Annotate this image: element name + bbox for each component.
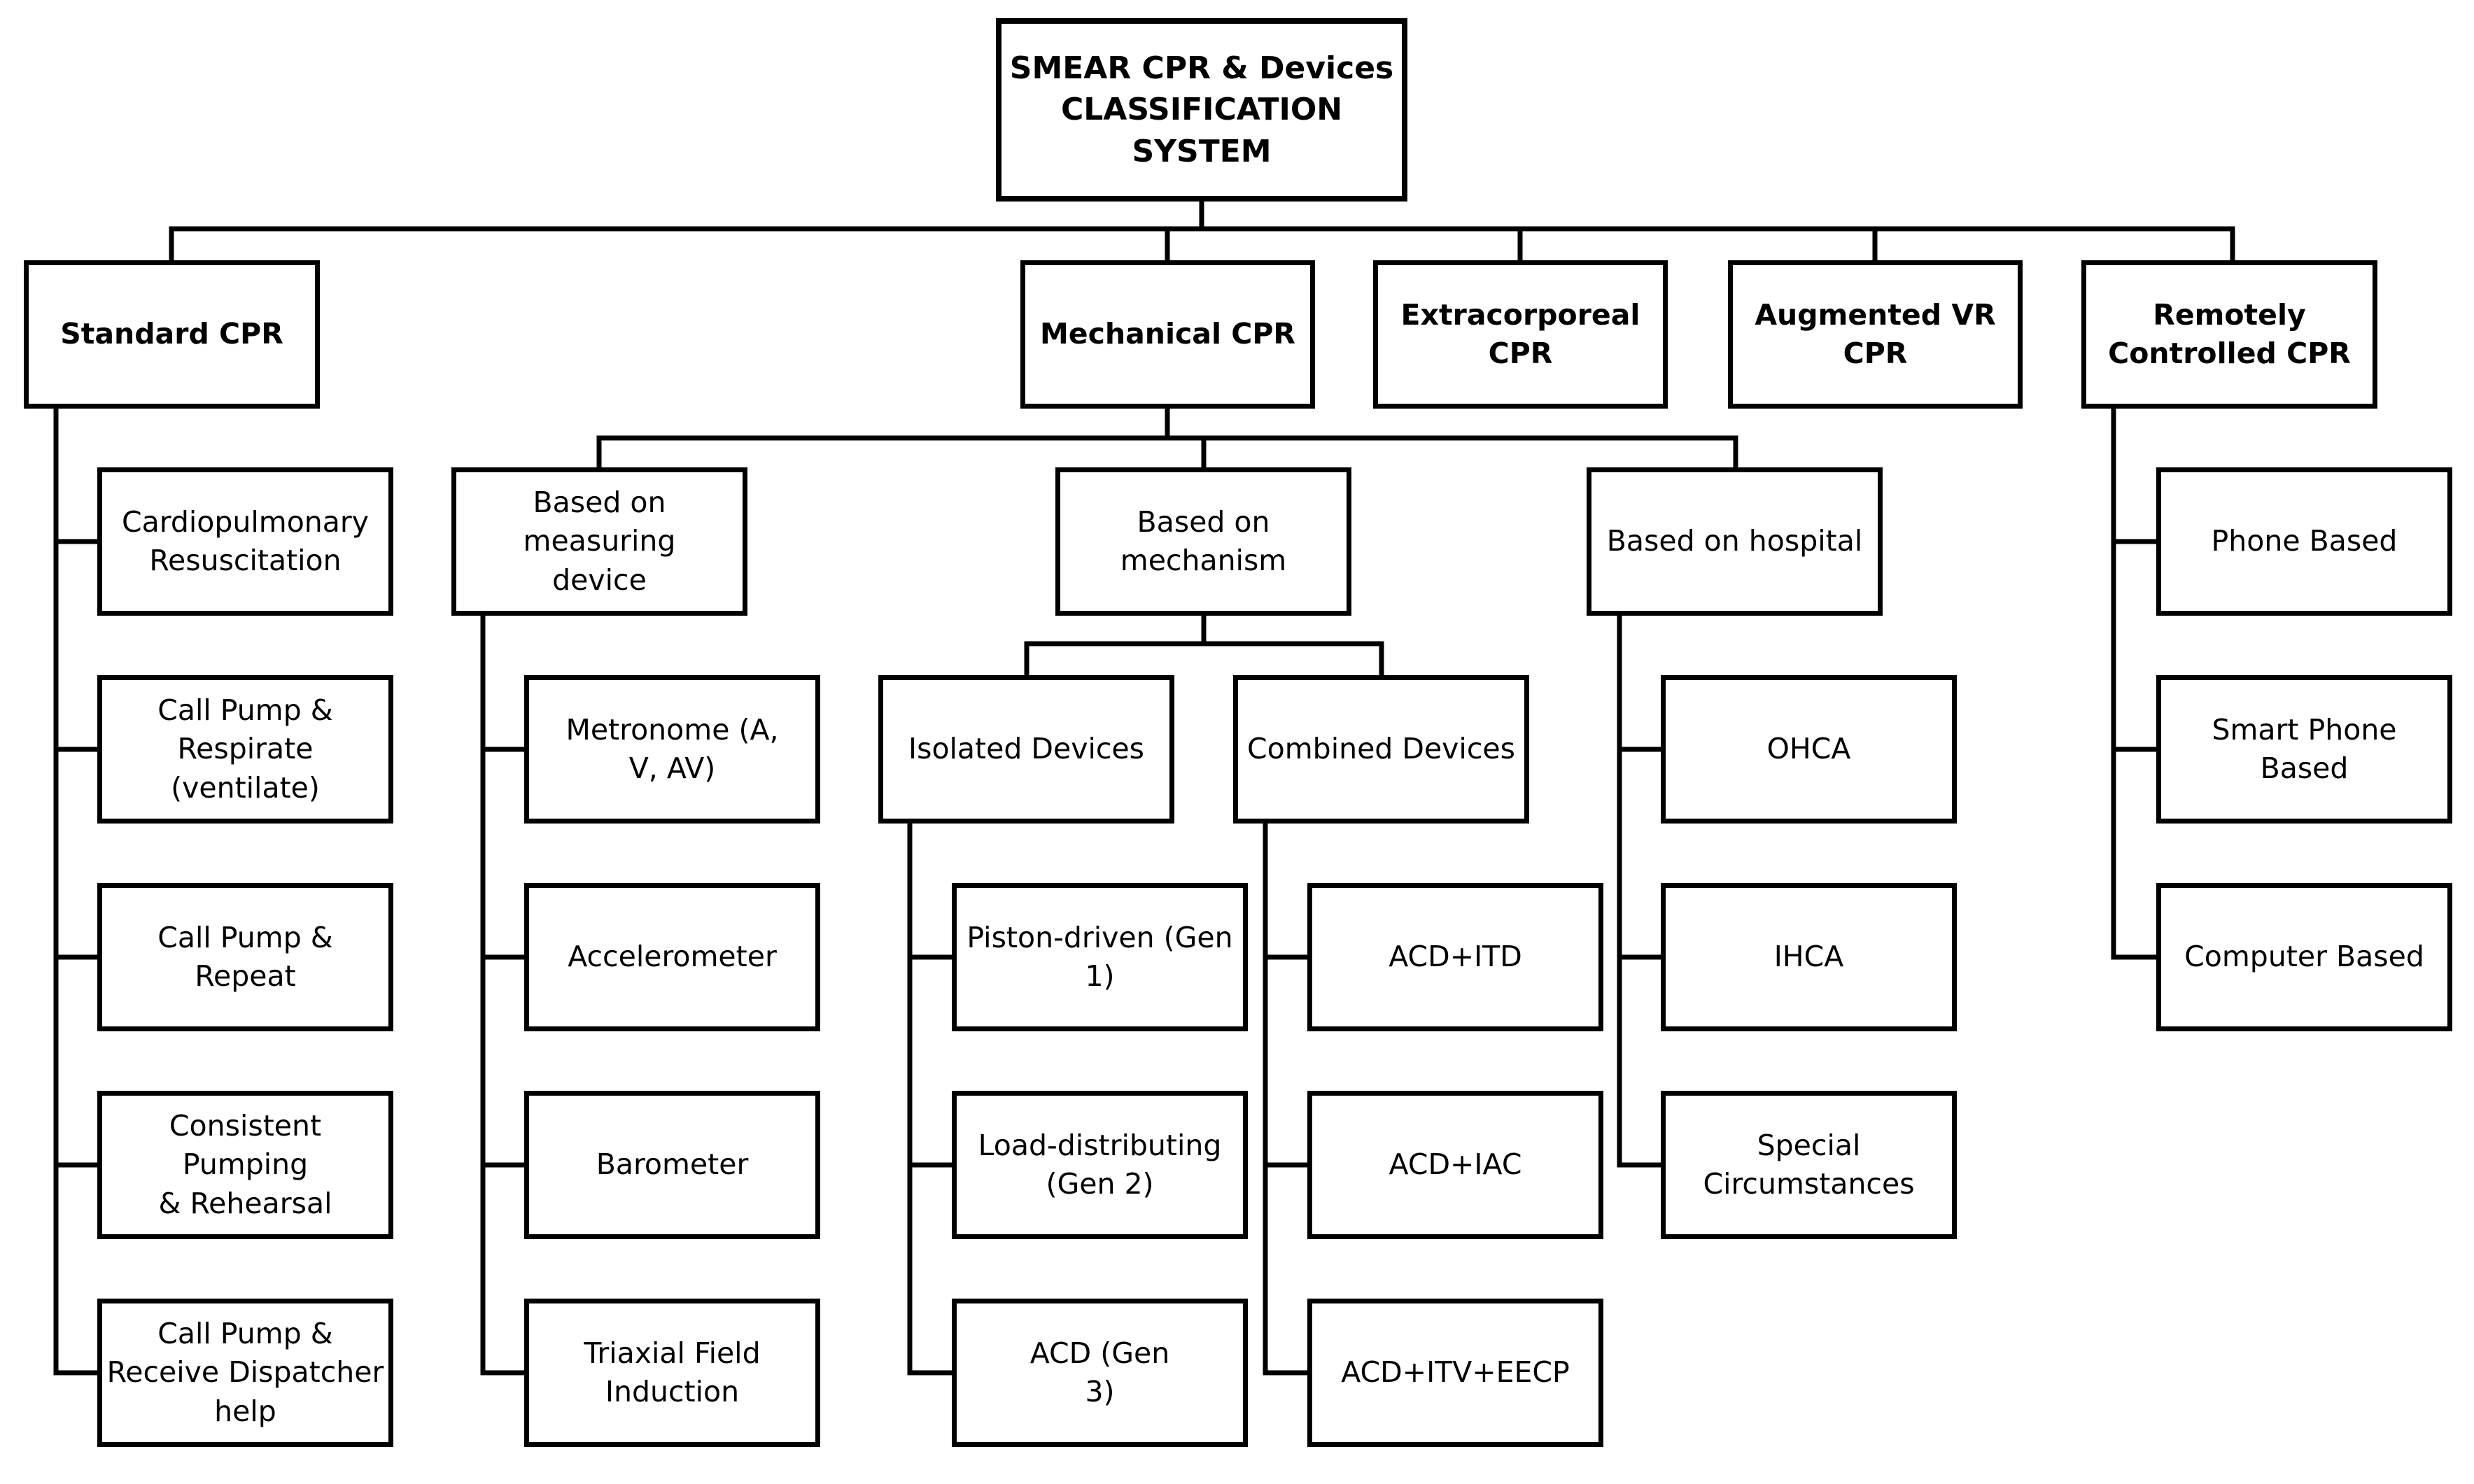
category-remotely-controlled-cpr: Remotely Controlled CPR <box>2081 260 2377 409</box>
isolated-item-load-distributing: Load-distributing (Gen 2) <box>952 1091 1248 1239</box>
standard-item-call-pump-dispatcher: Call Pump & Receive Dispatcher help <box>97 1299 393 1447</box>
subgroup-isolated-devices: Isolated Devices <box>878 675 1174 824</box>
connector-mechanism <box>1024 612 1384 678</box>
combined-item-acd-itv-eecp: ACD+ITV+EECP <box>1307 1299 1603 1447</box>
connector-combined <box>1263 819 1312 1376</box>
measuring-item-barometer: Barometer <box>524 1091 820 1239</box>
hospital-item-special-circumstances: Special Circumstances <box>1661 1091 1957 1239</box>
standard-item-cardiopulmonary-resuscitation: Cardiopulmonary Resuscitation <box>97 467 393 616</box>
combined-item-acd-itd: ACD+ITD <box>1307 883 1603 1031</box>
group-based-on-measuring-device: Based on measuring device <box>451 467 747 616</box>
category-augmented-vr-cpr: Augmented VR CPR <box>1728 260 2023 409</box>
measuring-item-metronome: Metronome (A, V, AV) <box>524 675 820 824</box>
connector-remote <box>2111 404 2160 960</box>
group-based-on-hospital: Based on hospital <box>1587 467 1883 616</box>
connector-measuring <box>480 612 528 1376</box>
isolated-item-acd: ACD (Gen 3) <box>952 1299 1248 1447</box>
subgroup-combined-devices: Combined Devices <box>1233 675 1529 824</box>
standard-item-call-pump-respirate: Call Pump & Respirate (ventilate) <box>97 675 393 824</box>
remote-item-smart-phone-based: Smart Phone Based <box>2156 675 2452 824</box>
connector-mechanical <box>596 404 1738 471</box>
hospital-item-ihca: IHCA <box>1661 883 1957 1031</box>
category-extracorporeal-cpr: Extracorporeal CPR <box>1373 260 1668 409</box>
connector-standard <box>53 404 101 1376</box>
category-mechanical-cpr: Mechanical CPR <box>1020 260 1315 409</box>
isolated-item-piston-driven: Piston-driven (Gen 1) <box>952 883 1248 1031</box>
combined-item-acd-iac: ACD+IAC <box>1307 1091 1603 1239</box>
connector-root <box>169 195 2235 264</box>
group-based-on-mechanism: Based on mechanism <box>1055 467 1351 616</box>
measuring-item-triaxial-field-induction: Triaxial Field Induction <box>524 1299 820 1447</box>
standard-item-consistent-pumping: Consistent Pumping & Rehearsal <box>97 1091 393 1239</box>
measuring-item-accelerometer: Accelerometer <box>524 883 820 1031</box>
standard-item-call-pump-repeat: Call Pump & Repeat <box>97 883 393 1031</box>
hospital-item-ohca: OHCA <box>1661 675 1957 824</box>
root-node: SMEAR CPR & Devices CLASSIFICATION SYSTE… <box>996 18 1407 202</box>
connector-isolated <box>907 819 956 1376</box>
remote-item-computer-based: Computer Based <box>2156 883 2452 1031</box>
category-standard-cpr: Standard CPR <box>24 260 320 409</box>
connector-hospital <box>1617 612 1665 1168</box>
remote-item-phone-based: Phone Based <box>2156 467 2452 616</box>
